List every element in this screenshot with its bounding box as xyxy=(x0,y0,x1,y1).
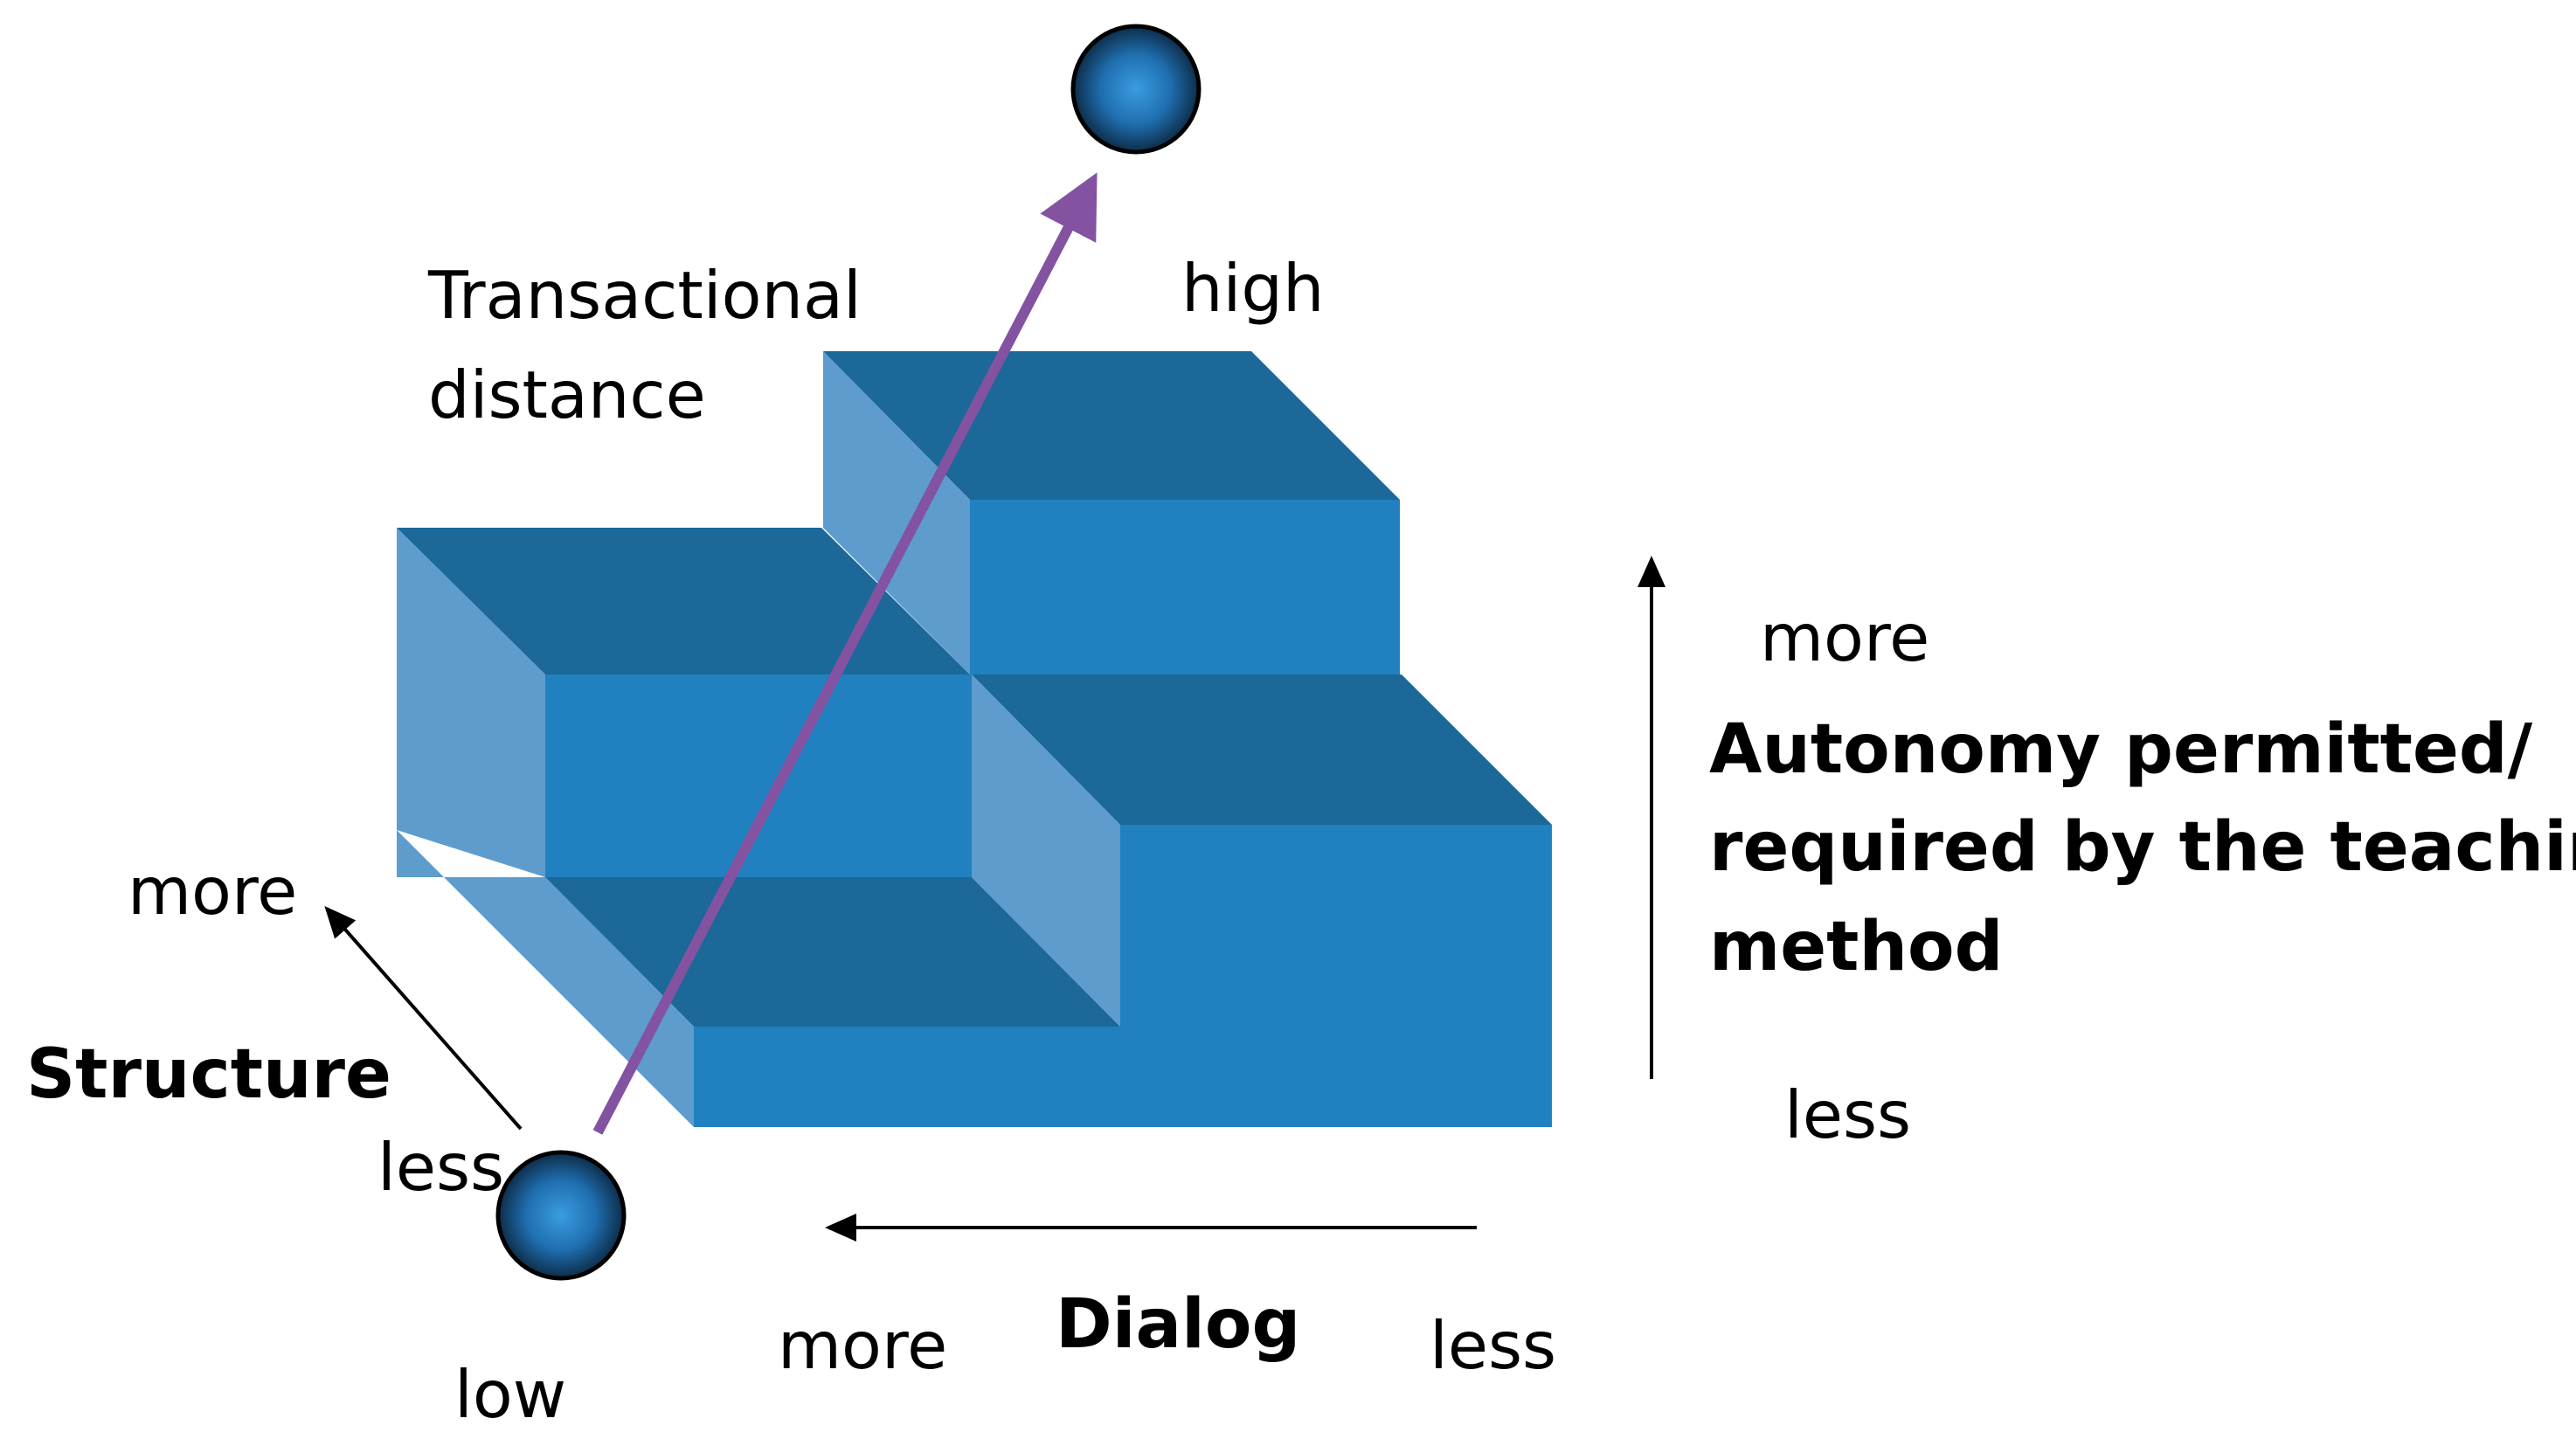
autonomy-title-line2: required by the teaching xyxy=(1709,808,2576,887)
step-high-top xyxy=(823,351,1400,500)
transactional-distance-arrow xyxy=(592,172,1098,1135)
autonomy-title-line1: Autonomy permitted/ xyxy=(1709,710,2533,789)
autonomy-more-label: more xyxy=(1760,599,1929,676)
step-mid-left-front xyxy=(545,675,972,877)
autonomy-less-label: less xyxy=(1784,1076,1911,1153)
low-sphere xyxy=(495,1150,627,1281)
high-label: high xyxy=(1181,250,1325,327)
high-sphere xyxy=(1070,24,1201,155)
transactional-distance-label-line2: distance xyxy=(428,356,706,433)
staircase-blocks xyxy=(397,351,1552,1127)
step-high-front xyxy=(970,500,1400,675)
step-low-top xyxy=(545,877,1120,1027)
structure-title: Structure xyxy=(26,1035,391,1114)
step-mid-left-side xyxy=(397,528,545,877)
dialog-title: Dialog xyxy=(1056,1285,1300,1364)
step-mid-right-top xyxy=(972,675,1552,825)
step-low-side xyxy=(397,830,694,1127)
step-low-front xyxy=(694,1027,1552,1127)
step-mid-right-front xyxy=(1120,825,1552,1027)
transactional-distance-label-line1: Transactional xyxy=(427,257,862,334)
step-mid-right-side xyxy=(972,675,1120,1027)
low-label: low xyxy=(454,1356,566,1433)
structure-more-label: more xyxy=(128,853,297,930)
dialog-more-label: more xyxy=(778,1307,947,1384)
structure-axis-arrow xyxy=(324,905,523,1131)
step-mid-left-top xyxy=(397,528,970,675)
step-high-side xyxy=(823,351,970,675)
dialog-less-label: less xyxy=(1430,1307,1556,1384)
autonomy-title-line3: method xyxy=(1709,908,2003,986)
structure-less-label: less xyxy=(377,1129,504,1206)
